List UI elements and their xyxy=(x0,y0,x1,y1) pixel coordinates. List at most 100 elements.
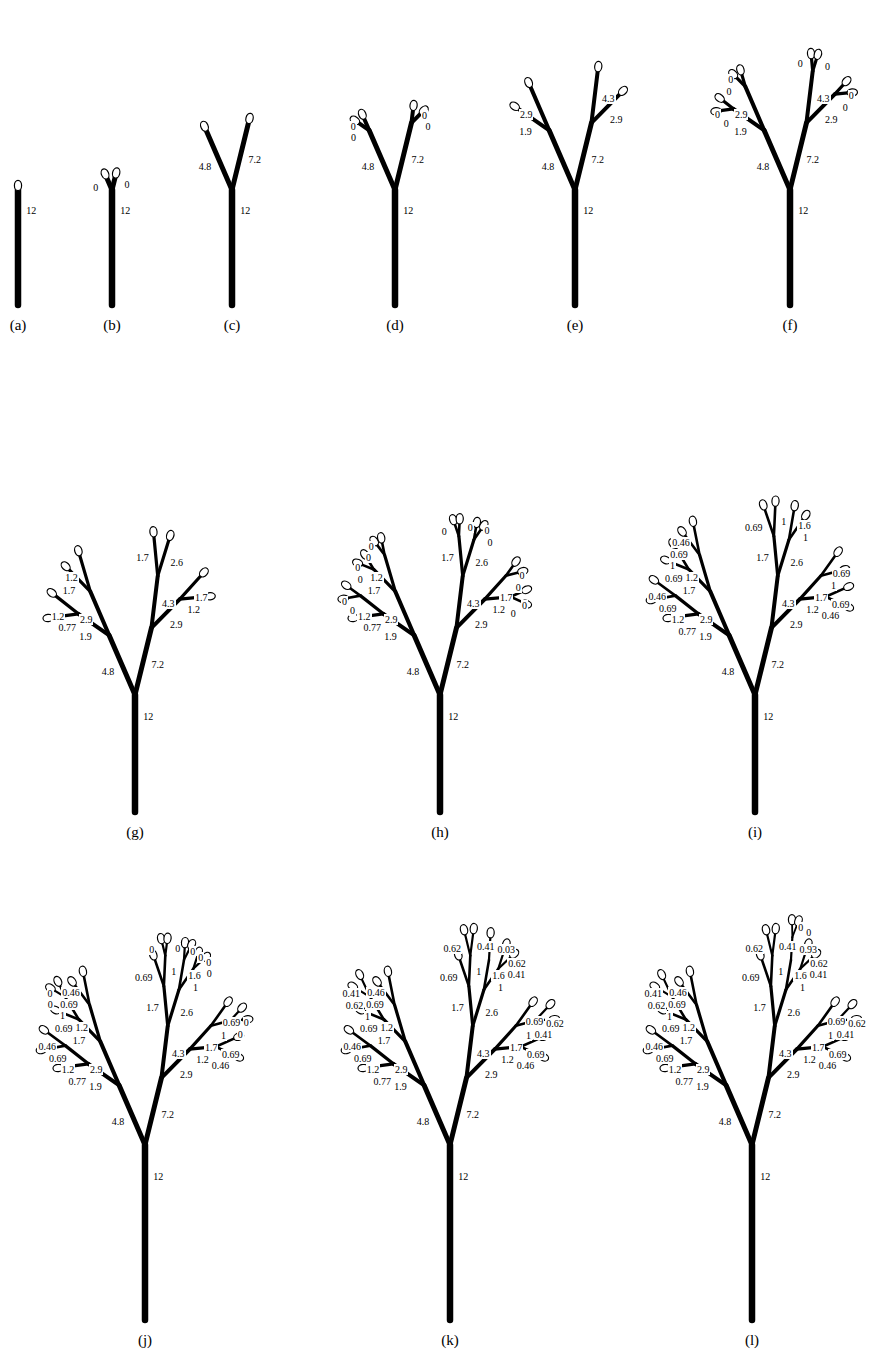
bud xyxy=(520,584,532,595)
branch-value: 1.2 xyxy=(684,572,699,583)
branch-value: 0.46 xyxy=(211,1060,231,1071)
branch-value: 1.2 xyxy=(681,1022,696,1033)
branch-value: 0 xyxy=(726,86,733,97)
branch-value: 1.9 xyxy=(383,631,398,642)
branch-value: 0.41 xyxy=(778,941,798,952)
branch-value: 0.69 xyxy=(221,1049,241,1060)
bud xyxy=(354,968,365,980)
branch xyxy=(790,123,806,190)
bud xyxy=(340,579,353,591)
branch-value: 1 xyxy=(799,982,806,993)
bud xyxy=(832,545,844,558)
panel-letter: (e) xyxy=(565,317,586,334)
branch-value: 1.9 xyxy=(78,631,93,642)
bud xyxy=(73,545,83,557)
branch xyxy=(465,934,470,956)
bud xyxy=(66,975,78,988)
branch-value: 0 xyxy=(205,957,212,968)
branch-value: 1.2 xyxy=(366,1064,381,1075)
branch-value: 0.93 xyxy=(798,944,818,955)
tree xyxy=(646,496,855,812)
branch-value: 7.2 xyxy=(410,154,425,165)
branch-value: 1.7 xyxy=(377,1035,392,1046)
branch-value: 2.9 xyxy=(519,109,534,120)
branch-value: 0 xyxy=(174,943,181,954)
branch xyxy=(80,555,91,592)
branch-value: 0.69 xyxy=(658,603,678,614)
branch-value: 12 xyxy=(759,1171,771,1182)
branch-value: 1.7 xyxy=(145,1002,160,1013)
bud xyxy=(758,499,768,511)
branch-value: 0.69 xyxy=(439,972,459,983)
branch-value: 0.46 xyxy=(818,1060,838,1071)
branch-value: 0 xyxy=(521,600,528,611)
branch-value: 1.7 xyxy=(682,585,697,596)
branch-value: 1.6 xyxy=(793,970,808,981)
branch xyxy=(691,976,697,1005)
branch-value: 0.69 xyxy=(48,1053,68,1064)
branch xyxy=(392,190,399,305)
branch xyxy=(772,933,775,956)
branch-value: 0 xyxy=(842,102,849,113)
branch xyxy=(700,555,711,592)
panel-letter: (d) xyxy=(384,317,406,334)
bud xyxy=(245,113,254,125)
branch-value: 1.2 xyxy=(187,604,202,615)
branch-value: 1.6 xyxy=(491,970,506,981)
branch-value: 4.8 xyxy=(721,666,736,677)
branch-value: 4.3 xyxy=(781,598,796,609)
branch-value: 0.62 xyxy=(647,1000,667,1011)
bud xyxy=(343,1024,356,1036)
branch-value: 0 xyxy=(237,1029,244,1040)
branch-value: 0.46 xyxy=(366,987,386,998)
branch-value: 0.69 xyxy=(741,972,761,983)
tree xyxy=(14,180,21,305)
branch xyxy=(463,540,474,576)
branch-value: 1 xyxy=(220,1030,227,1041)
branch-value: 0 xyxy=(519,570,526,581)
branch xyxy=(723,101,733,109)
branch-value: 0.69 xyxy=(59,999,79,1010)
branch-value: 0.46 xyxy=(821,610,841,621)
branch-value: 4.3 xyxy=(601,93,616,104)
branch-value: 0.46 xyxy=(668,987,688,998)
bud xyxy=(523,76,534,88)
branch xyxy=(572,190,579,305)
branch xyxy=(774,536,778,576)
branch-value: 12 xyxy=(797,205,809,216)
branch-value: 1.2 xyxy=(61,1064,76,1075)
panel-letter: (h) xyxy=(429,824,451,841)
branch xyxy=(370,1046,393,1064)
branch xyxy=(470,933,473,956)
branch-value: 0 xyxy=(805,927,812,938)
tree xyxy=(643,914,862,1320)
branch-value: 0 xyxy=(727,74,734,85)
branch-value: 0.03 xyxy=(496,944,516,955)
branch xyxy=(109,190,116,305)
bud xyxy=(673,975,685,988)
branch-value: 2.9 xyxy=(394,1064,409,1075)
tree xyxy=(43,526,216,812)
branch-value: 7.2 xyxy=(160,1109,175,1120)
branch-value: 0.46 xyxy=(61,987,81,998)
bud xyxy=(52,975,63,987)
bud xyxy=(163,933,171,944)
bud xyxy=(222,995,234,1008)
branch xyxy=(90,1005,101,1042)
branch xyxy=(762,959,771,986)
branch-value: 0.41 xyxy=(507,969,527,980)
branch-value: 0.41 xyxy=(809,969,829,980)
branch-value: 0 xyxy=(510,608,517,619)
branch-value: 0.69 xyxy=(669,549,689,560)
branch xyxy=(168,990,179,1026)
branch-value: 0 xyxy=(243,1017,250,1028)
branch-value: 0.77 xyxy=(372,1076,392,1087)
panel-letter: (i) xyxy=(746,824,764,841)
branch-value: 0.69 xyxy=(831,599,851,610)
branch-value: 2.9 xyxy=(699,614,714,625)
bud xyxy=(645,1024,658,1036)
tree xyxy=(199,113,254,305)
branch xyxy=(411,114,420,123)
branch-value: 0 xyxy=(123,179,130,190)
bud xyxy=(487,927,495,938)
